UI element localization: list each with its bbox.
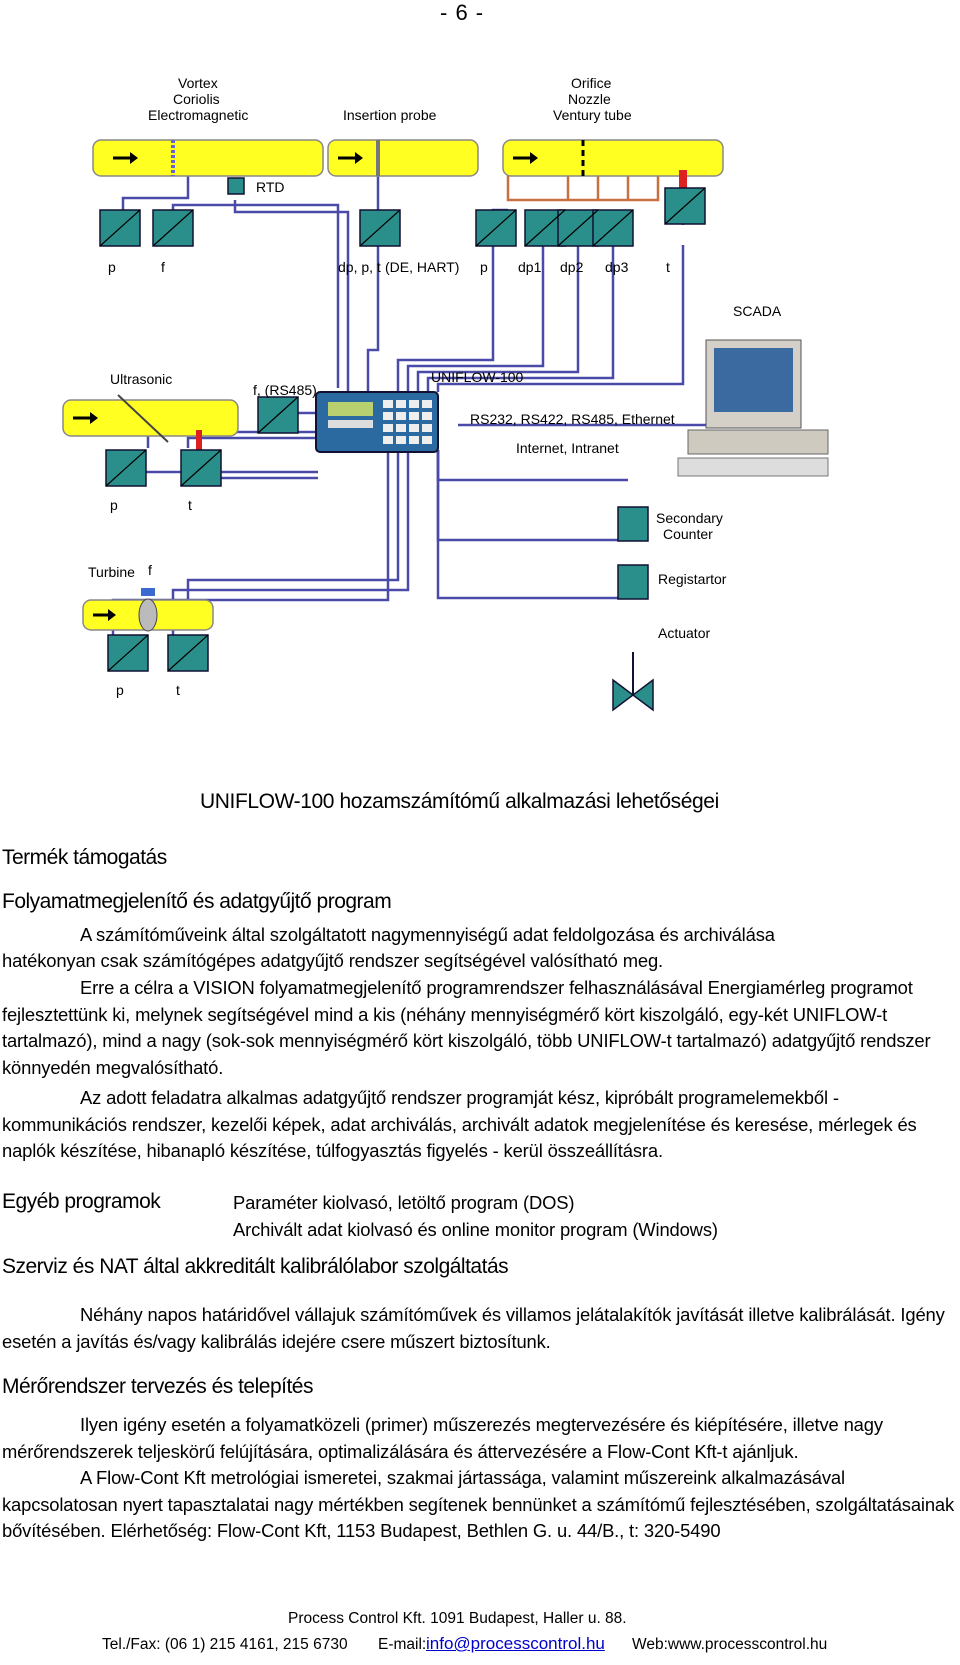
label-dp2: dp2 — [560, 259, 584, 275]
pipe-ultrasonic — [62, 394, 239, 452]
paragraph-intro-line2: hatékonyan csak számítógépes adatgyűjtő … — [2, 950, 663, 971]
footer-tel: Tel./Fax: (06 1) 215 4161, 215 6730 — [102, 1636, 348, 1653]
label-dp3: dp3 — [605, 259, 629, 275]
label-ultrasonic: Ultrasonic — [110, 371, 172, 387]
footer-address: Process Control Kft. 1091 Budapest, Hall… — [288, 1610, 627, 1627]
diagram-caption: UNIFLOW-100 hozamszámítómű alkalmazási l… — [200, 790, 719, 813]
pipe-1 — [92, 139, 324, 177]
label-rs: RS232, RS422, RS485, Ethernet — [470, 411, 675, 427]
heading-service: Szerviz és NAT által akkreditált kalibrá… — [2, 1255, 509, 1278]
label-turbine: Turbine — [88, 564, 135, 580]
heading-design: Mérőrendszer tervezés és telepítés — [2, 1375, 313, 1398]
paragraph-intro-line1: A számítóműveink által szolgáltatott nag… — [80, 924, 775, 945]
footer-email-label: E-mail: — [378, 1636, 427, 1653]
label-uniflow: UNIFLOW-100 — [431, 369, 524, 385]
label-p: p — [116, 682, 124, 698]
label-p: p — [480, 259, 488, 275]
label-electromagnetic: Electromagnetic — [148, 107, 248, 123]
label-f: f — [161, 259, 165, 275]
page-number: - 6 - — [440, 0, 485, 25]
label-vortex: Vortex — [178, 75, 218, 91]
label-t: t — [176, 682, 180, 698]
label-de-hart: (DE, HART) — [385, 259, 459, 275]
heading-product-support: Termék támogatás — [2, 846, 167, 869]
footer-email-link[interactable]: info@processcontrol.hu — [426, 1634, 605, 1653]
label-dp-p-t: dp, p, t — [338, 259, 381, 275]
label-rtd: RTD — [256, 179, 285, 195]
actuator-valve — [612, 652, 654, 712]
scada-computer — [677, 339, 829, 477]
label-p: p — [110, 497, 118, 513]
label-internet: Internet, Intranet — [516, 440, 619, 456]
heading-program: Folyamatmegjelenítő és adatgyűjtő progra… — [2, 890, 392, 913]
uniflow-unit — [315, 391, 439, 453]
label-t: t — [188, 497, 192, 513]
pipe-2 — [327, 139, 479, 177]
label-f-rs485: f, (RS485) — [253, 382, 317, 398]
label-coriolis: Coriolis — [173, 91, 220, 107]
label-nozzle: Nozzle — [568, 91, 611, 107]
paragraph-datacollect: Az adott feladatra alkalmas adatgyűjtő r… — [2, 1087, 917, 1162]
heading-other-programs: Egyéb programok — [2, 1190, 161, 1213]
label-insertion-probe: Insertion probe — [343, 107, 437, 123]
label-ventury: Ventury tube — [553, 107, 632, 123]
label-secondary: Secondary — [656, 510, 723, 526]
label-f: f — [148, 562, 152, 578]
paragraph-service: Néhány napos határidővel vállajuk számít… — [2, 1304, 945, 1352]
label-p: p — [108, 259, 116, 275]
label-scada: SCADA — [733, 303, 782, 319]
paragraph-design-1: Ilyen igény esetén a folyamatközeli (pri… — [2, 1414, 883, 1462]
paragraph-design-2: A Flow-Cont Kft metrológiai ismeretei, s… — [2, 1467, 955, 1542]
other-program-1: Paraméter kiolvasó, letöltő program (DOS… — [233, 1192, 575, 1213]
paragraph-vision: Erre a célra a VISION folyamatmegjelenít… — [2, 977, 931, 1078]
pipe-3 — [502, 139, 724, 188]
label-t: t — [666, 259, 670, 275]
label-orifice: Orifice — [571, 75, 612, 91]
label-dp1: dp1 — [518, 259, 542, 275]
label-counter: Counter — [663, 526, 713, 542]
pipe-turbine — [82, 588, 214, 632]
footer-web: Web:www.processcontrol.hu — [632, 1636, 828, 1653]
uniflow-application-diagram: Vortex Coriolis Electromagnetic Insertio… — [62, 75, 829, 712]
other-program-2: Archivált adat kiolvasó és online monito… — [233, 1219, 718, 1240]
label-actuator: Actuator — [658, 625, 710, 641]
label-registartor: Registartor — [658, 571, 727, 587]
